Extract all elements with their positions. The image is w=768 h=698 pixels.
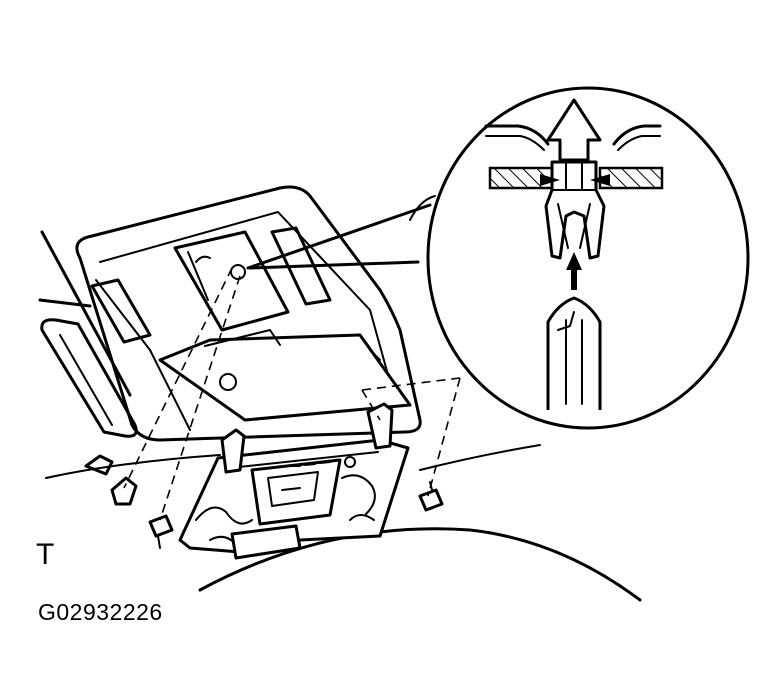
alignment-lines [123,267,461,521]
screwdriver-icon [546,296,602,410]
small-clip-left [84,454,114,476]
console-base-panel [75,185,422,442]
detail-panel-section [484,124,664,190]
assist-grip-left [40,318,138,438]
arrow-left-icon [590,174,610,186]
clip-fastener [110,476,138,506]
figure-code: G02932226 [38,599,163,625]
upper-bracket [173,230,290,332]
arrow-right-icon [540,174,560,186]
map-light-housing [178,402,410,560]
lower-plate [158,329,412,422]
callout-leader [246,203,432,270]
push-up-arrow [566,252,582,290]
detail-clip [540,98,610,260]
corner-mark: T [36,538,55,571]
screw-left [148,514,174,549]
